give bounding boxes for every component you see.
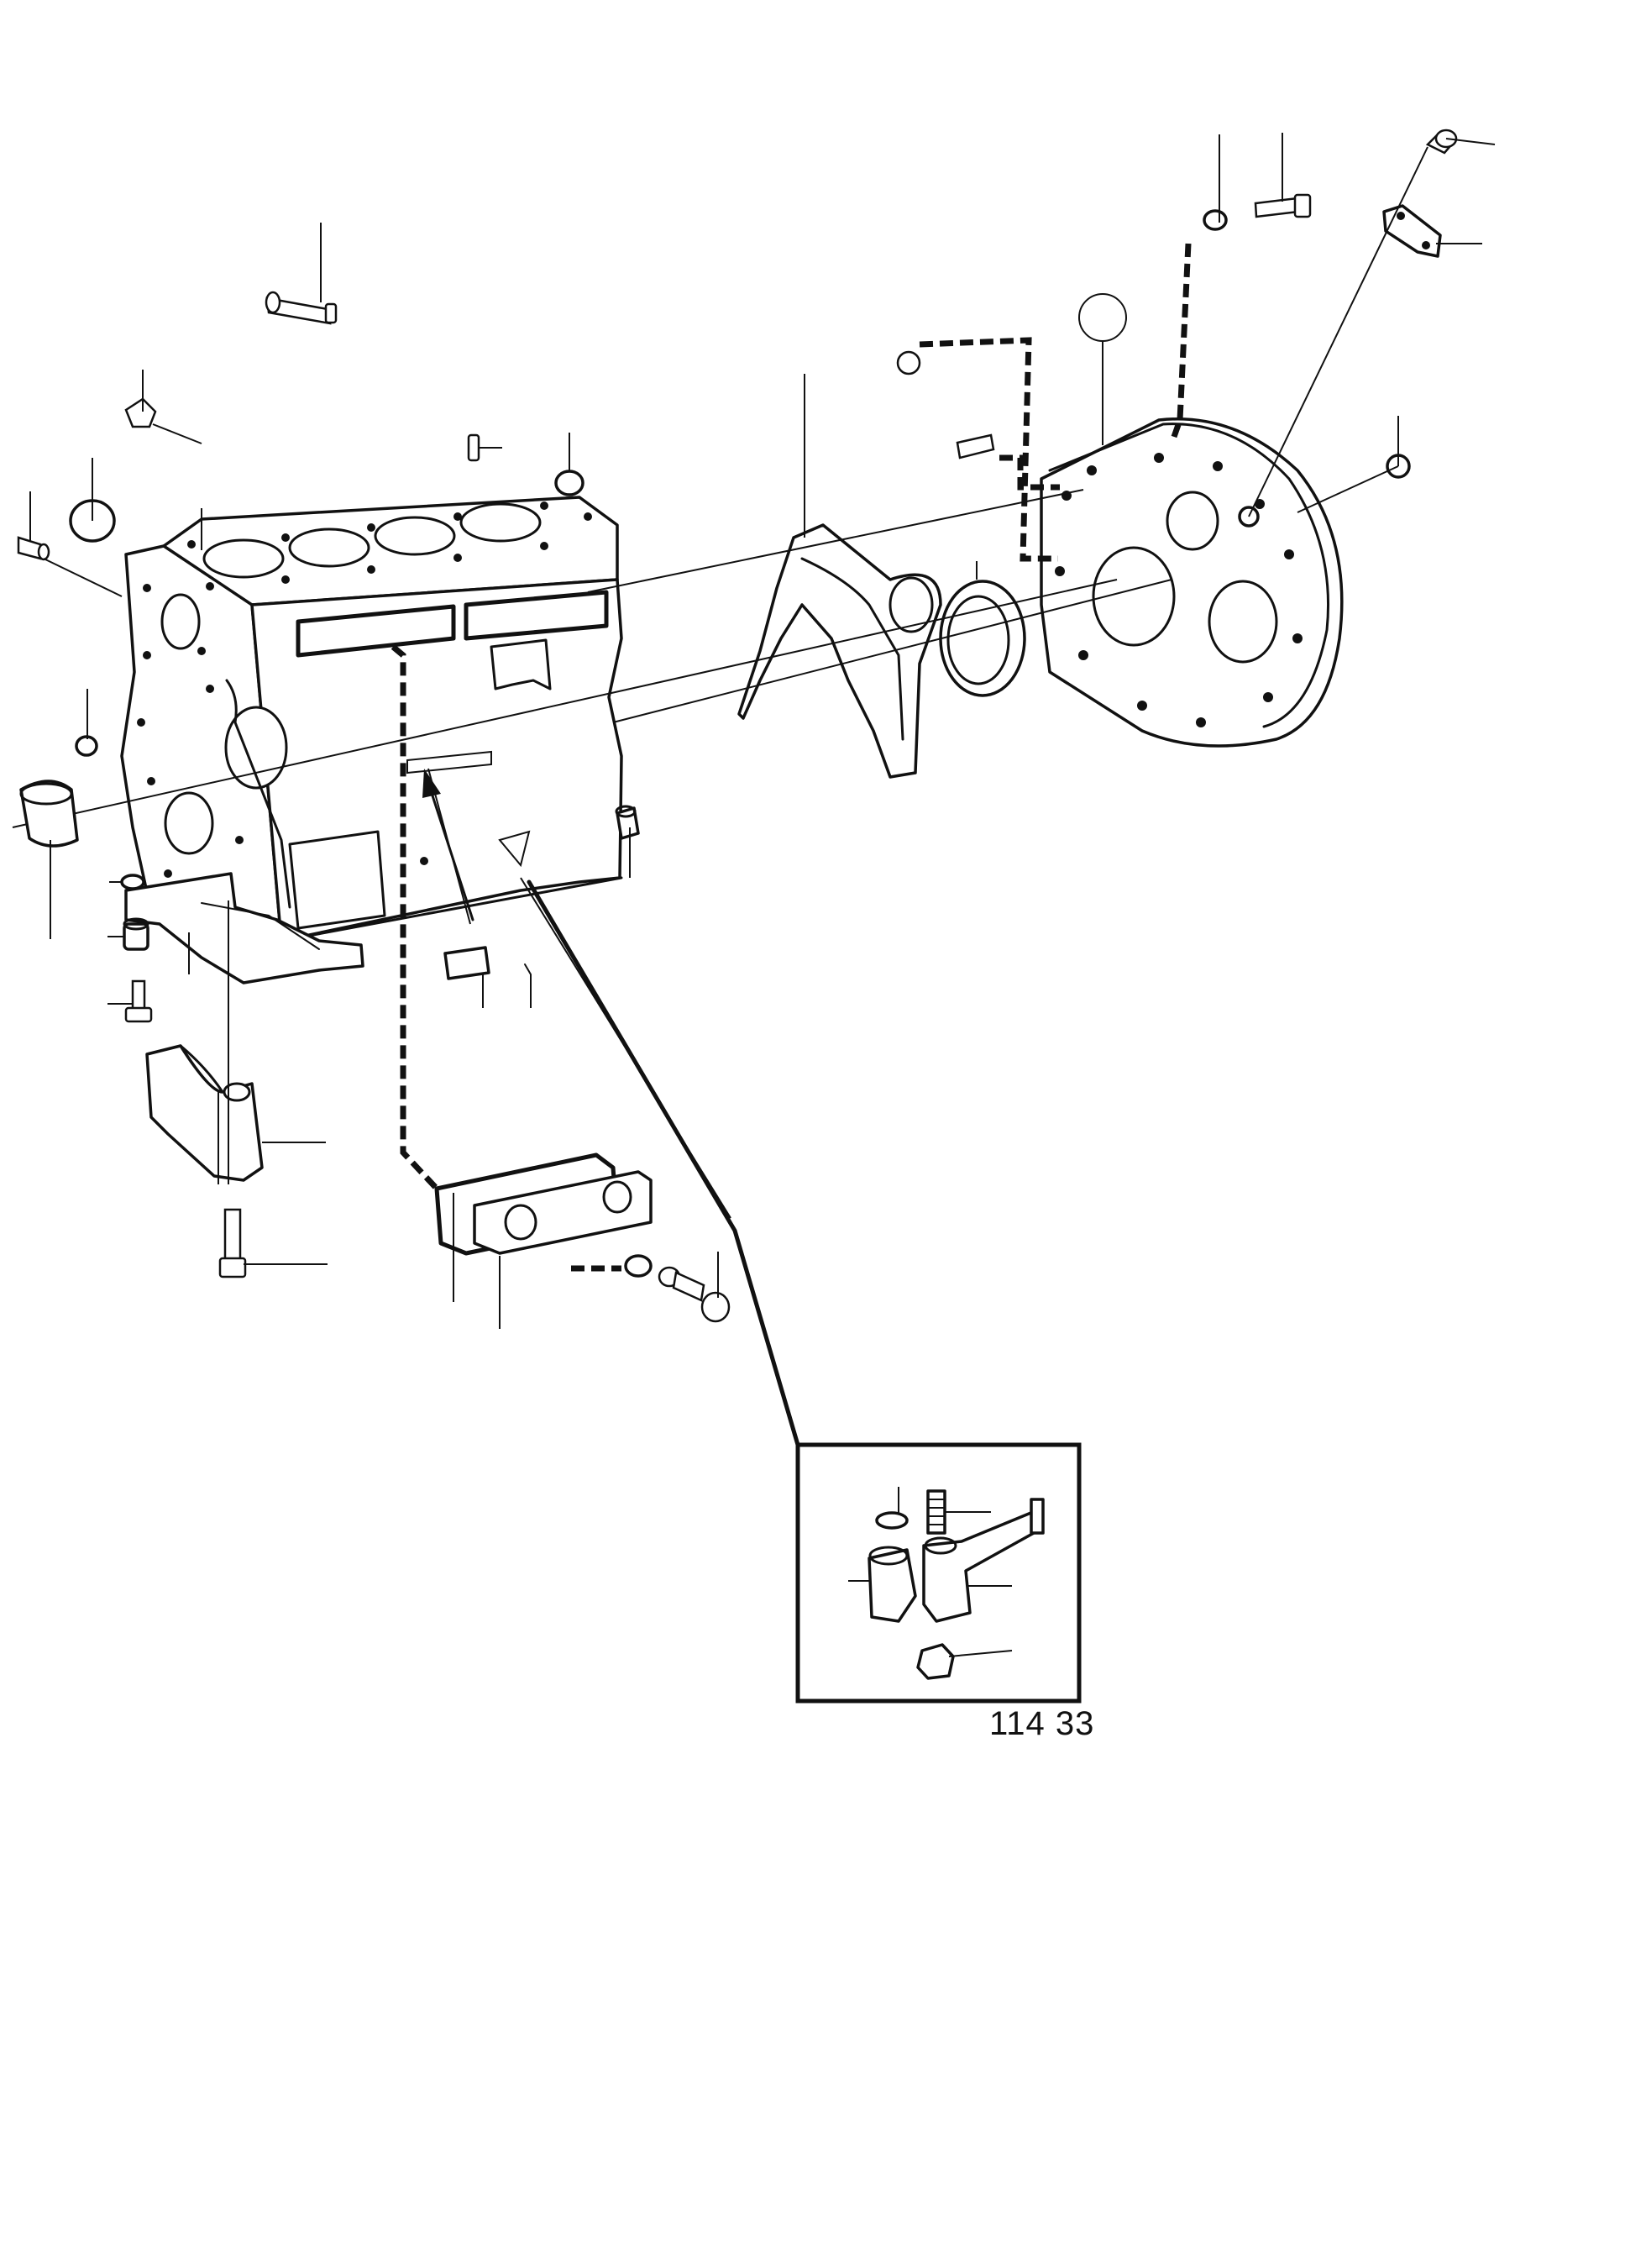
inset-nut <box>916 1643 955 1680</box>
rear-gasket-inner <box>800 557 904 741</box>
inset-arm <box>922 1510 1043 1623</box>
side-opening-right <box>464 590 609 641</box>
front-bushing-rim <box>19 782 73 806</box>
front-lower-window <box>288 830 386 930</box>
crankshaft-centerline <box>12 579 1118 828</box>
flywheel-housing <box>1040 417 1344 748</box>
oil-pump-bracket <box>868 1489 1045 1680</box>
bushing-small <box>123 917 149 951</box>
front-bushing <box>19 780 79 848</box>
oil-pan-flange <box>280 876 623 942</box>
rear-gasket-outline <box>737 523 942 779</box>
bolt-small <box>124 979 153 1023</box>
detail-inset <box>527 879 1082 1704</box>
inset-bracket-boss <box>868 1548 917 1623</box>
dowel-pin <box>467 433 480 462</box>
side-bracket <box>490 638 552 690</box>
camshaft-bore <box>224 706 288 790</box>
rear-seal-inner <box>946 595 1010 685</box>
reference-circle <box>1078 293 1127 342</box>
drawing-reference-number: 114 33 <box>989 1705 1095 1742</box>
flywheel-housing-outline <box>1040 417 1344 748</box>
expansion-plug <box>554 470 584 496</box>
cylinder-block <box>120 496 623 955</box>
oil-pressure-sender <box>265 291 338 325</box>
drain-plug <box>124 397 157 428</box>
cylinder-block-side-face <box>250 578 623 942</box>
inset-arm-tip <box>1030 1498 1045 1535</box>
hex-bolt-upper <box>1254 193 1312 218</box>
rear-gasket-bore <box>889 576 934 633</box>
flywheel-housing-bolt-holes <box>1055 453 1303 727</box>
inspection-cover <box>1382 204 1442 258</box>
name-plate-rivet <box>524 963 532 975</box>
assembly-paths <box>391 243 1192 1272</box>
front-face-bore-upper <box>160 593 201 650</box>
screw-upper-right <box>1425 129 1458 155</box>
inset-washer <box>875 1511 909 1530</box>
rear-seal-outer <box>939 580 1026 697</box>
head-bolt-holes <box>187 501 592 591</box>
temperature-sensor <box>17 536 50 561</box>
washer-small <box>120 874 145 890</box>
name-plate <box>443 946 490 980</box>
cover-washer <box>624 1254 653 1278</box>
plug-side <box>615 805 640 840</box>
cylinder-bore-2 <box>288 528 370 568</box>
flywheel-housing-main-bore <box>1092 546 1176 647</box>
cover-bolt <box>658 1266 731 1323</box>
plate-location-arrow <box>422 769 474 921</box>
flywheel-housing-flange <box>1048 423 1330 728</box>
crankshaft-rear-seal <box>939 580 1026 697</box>
housing-dowel <box>956 433 995 459</box>
front-face-bore-lower <box>164 791 214 855</box>
sump-gasket-plate <box>124 872 364 984</box>
side-opening-left <box>296 604 456 658</box>
alignment-lines <box>12 489 1172 828</box>
inset-leader-lines <box>848 1487 1013 1657</box>
spring-washer-upper <box>1203 209 1228 231</box>
gallery-slot <box>406 750 492 774</box>
rear-plate-gasket <box>737 523 942 779</box>
side-plug-hole <box>420 857 428 865</box>
cylinder-bore-1 <box>202 538 285 579</box>
cylinder-bore-4 <box>459 502 542 543</box>
main-bearing-cap <box>145 1044 264 1182</box>
flywheel-housing-upper-bore <box>1166 491 1219 551</box>
side-lower-detail <box>498 830 531 868</box>
housing-bolt-small <box>896 350 921 375</box>
flywheel-housing-starter-bore <box>1208 580 1278 664</box>
side-cover-plate <box>473 1170 653 1255</box>
timing-cover-rib <box>225 679 291 909</box>
inset-stud <box>926 1489 946 1535</box>
leader-lines <box>29 133 1496 1329</box>
front-bushing-body <box>19 780 79 848</box>
main-bearing-cap-bolt <box>218 1208 247 1278</box>
cylinder-bore-3 <box>374 516 456 556</box>
nut-left <box>75 735 98 757</box>
